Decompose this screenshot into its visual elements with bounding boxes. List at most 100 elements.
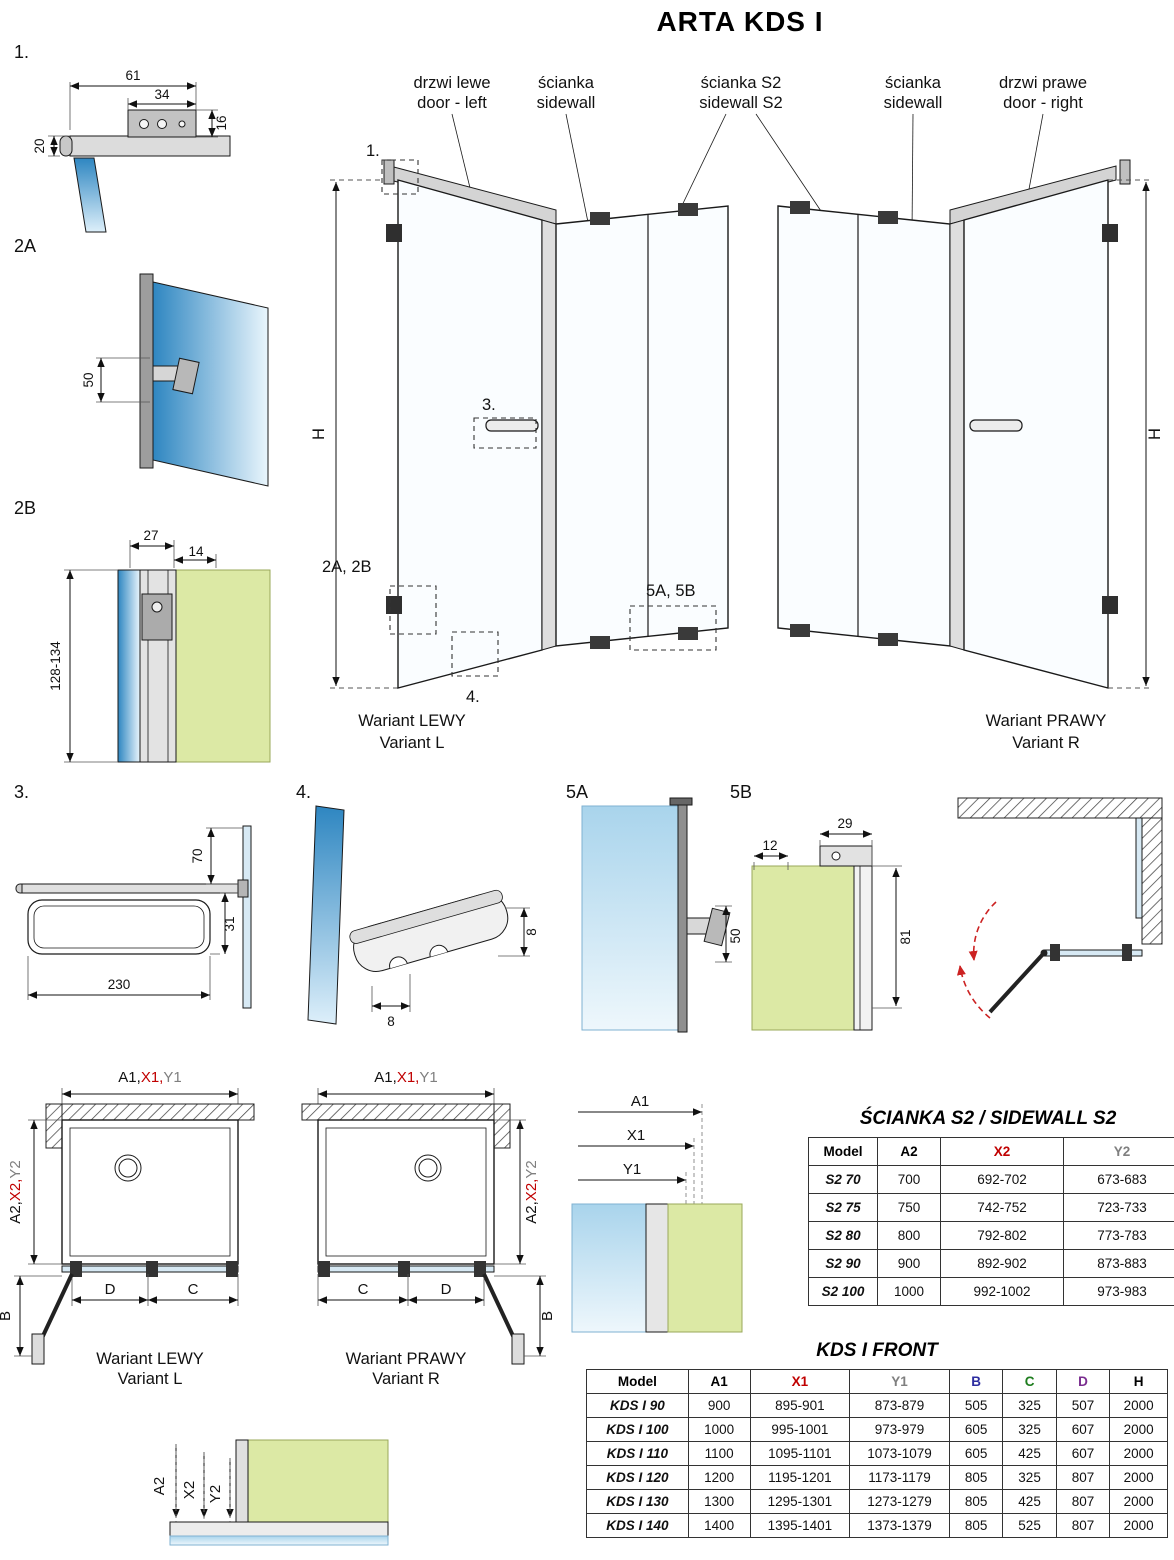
value-cell: 805 [948,1465,1004,1490]
glass-panel-edge [307,805,345,1025]
model-cell: S2 80 [808,1221,878,1250]
model-cell: KDS I 100 [586,1417,689,1442]
col-header-c: C [1002,1369,1057,1394]
dim-a1: A1, [118,1069,141,1086]
shower-tray-inner [325,1127,487,1257]
value-cell: 673-683 [1063,1165,1174,1194]
hinge [398,1261,410,1277]
value-cell: 607 [1055,1417,1111,1442]
plan-right-variant: A1,X1,Y1 A2,X2,Y2 C D B Wariant PRAWY Va… [301,1069,556,1388]
ext-line [753,862,789,870]
bracket [172,357,200,395]
value-cell: 1273-1279 [849,1489,950,1514]
screw-hole [157,119,167,129]
reference-line [175,1444,231,1522]
value-cell: 873-879 [849,1393,950,1418]
hinge [1102,596,1118,614]
measure-y1-label: Y1 [623,1161,641,1178]
dim-label: 34 [154,87,170,102]
s2-table-title: ŚCIANKA S2 / SIDEWALL S2 [859,1108,1117,1129]
col-header-d: D [1055,1369,1111,1394]
front-dim-label: A1,X1,Y1 [118,1069,181,1086]
measure-a2-label: A2 [151,1477,168,1495]
shower-tray-inner [69,1127,231,1257]
dim-label: 31 [222,916,237,931]
glass-panel [73,157,107,233]
ext-line [61,1088,239,1104]
value-cell: 892-902 [940,1249,1064,1278]
value-cell: 2000 [1109,1489,1168,1514]
col-header-h: H [1109,1369,1168,1394]
clamp [790,201,810,214]
reference-line [685,1104,703,1208]
bracket [318,1261,330,1277]
frame-profile [949,219,965,651]
model-cell: KDS I 110 [586,1441,689,1466]
value-cell: 973-979 [849,1417,950,1442]
detail-4-label: 4. [296,782,311,802]
screw-hole [151,601,163,613]
detail-2b-label: 2B [14,498,36,518]
clamp [878,211,898,224]
variant-left-label-en: Variant L [380,734,445,752]
glass-panel [571,1203,647,1333]
door-leaf [988,951,1046,1014]
ext-line [96,357,150,403]
glass-panel-edge [242,825,252,1009]
dim-c-label: C [358,1281,369,1298]
dim-x1: X1, [141,1069,164,1086]
plan-variant-left: Wariant LEWY [96,1350,204,1368]
seal-channel [429,944,449,957]
bracket [1122,944,1132,961]
value-cell: 723-733 [1063,1193,1174,1222]
measure-a1-label: A1 [631,1093,649,1110]
detail-5b: 5B 12 29 81 [730,782,913,1031]
wall-profile [853,865,873,1031]
front-table-title: KDS I FRONT [816,1340,938,1361]
col-header-x1: X1 [749,1369,851,1394]
dim-b-label: B [539,1311,556,1321]
value-cell: 1073-1079 [849,1441,950,1466]
hinge [146,1261,158,1277]
leader-line [565,113,592,238]
value-cell: 425 [1002,1489,1057,1514]
wall-profile [235,1439,249,1525]
callout-sidewall-left: ścianka [538,74,595,92]
top-rail [949,165,1117,225]
callout-sidewall-right-en: sidewall [884,94,943,112]
callout-label-5ab: 5A, 5B [646,582,696,600]
value-cell: 800 [877,1221,941,1250]
callout-door-right-en: door - right [1003,94,1083,112]
dim-label: 29 [837,816,852,831]
dim-a2: A2, [7,1201,24,1224]
detail-1: 1. 61 34 16 20 [14,42,231,233]
value-cell: 605 [948,1417,1004,1442]
model-cell: S2 90 [808,1249,878,1278]
door-handle [485,419,539,432]
value-cell: 900 [687,1393,751,1418]
value-cell: 895-901 [749,1393,851,1418]
value-cell: 1195-1201 [749,1465,851,1490]
hinge-point [1040,949,1048,957]
wall-profile-bar [69,135,231,157]
hatched-wall [1141,817,1163,945]
model-cell: S2 70 [808,1165,878,1194]
seal-top-face [349,889,503,944]
value-cell: 2000 [1109,1393,1168,1418]
value-cell: 750 [877,1193,941,1222]
value-cell: 807 [1055,1489,1111,1514]
callout-box-3 [473,417,537,449]
detail-3-label: 3. [14,782,29,802]
callout-door-right: drzwi prawe [999,74,1087,92]
plan-variant-right: Wariant PRAWY [346,1350,467,1368]
glass-panel [117,569,141,763]
col-header-model: Model [808,1137,878,1166]
ext-line [71,1274,239,1306]
shower-tray [317,1119,495,1265]
callout-label-3: 3. [482,396,496,414]
